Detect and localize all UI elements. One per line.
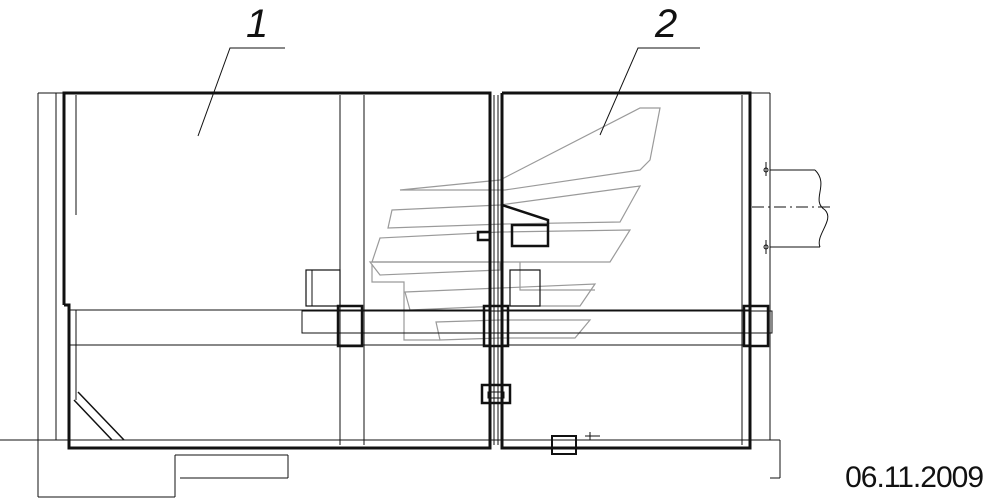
- date-stamp: 06.11.2009: [845, 461, 984, 494]
- base-plate: [0, 432, 781, 498]
- leader-2: [599, 47, 700, 136]
- callout-label-2: 2: [655, 2, 678, 46]
- left-frame: [37, 92, 64, 440]
- leader-lines: [197, 47, 700, 137]
- callout-label-1: 1: [246, 2, 269, 46]
- right-frame: [750, 92, 771, 440]
- watermark-logo: [368, 107, 661, 341]
- right-shaft: [752, 162, 830, 254]
- container-1: [62, 91, 492, 450]
- center-joint: [476, 95, 550, 445]
- leader-1: [197, 47, 285, 137]
- cross-beam: [301, 269, 773, 348]
